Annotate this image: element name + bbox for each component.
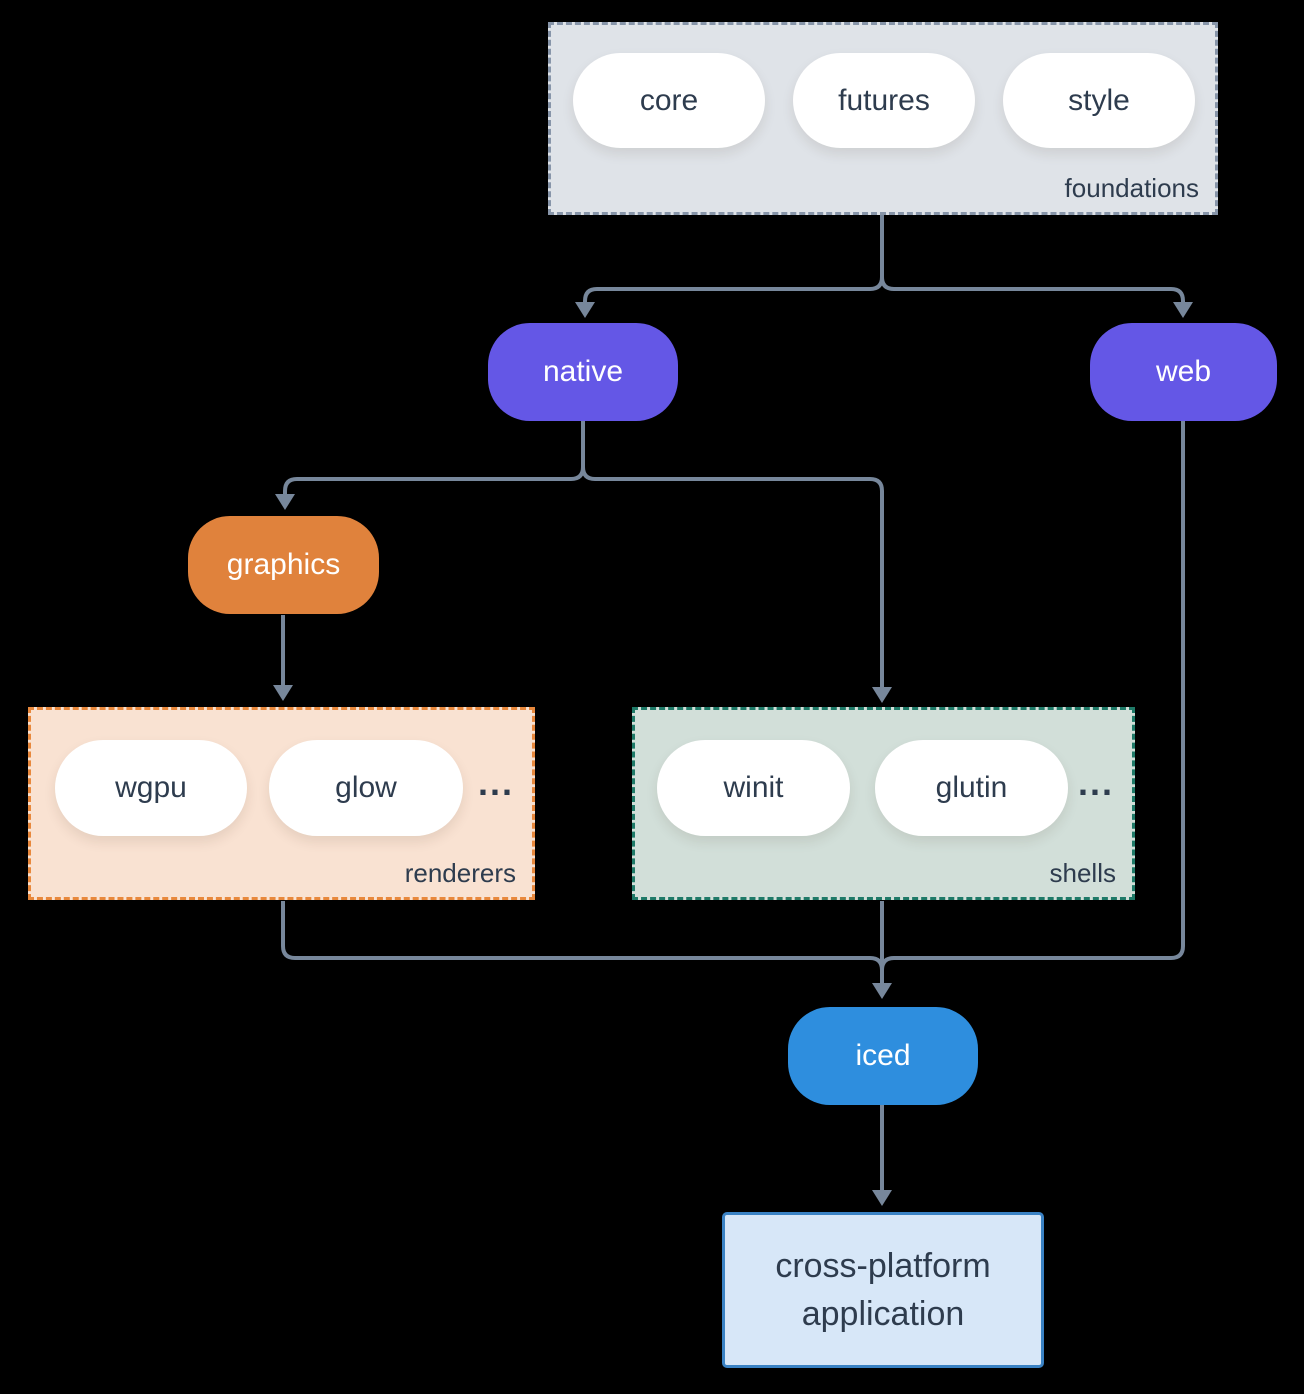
app-box-line2: application: [801, 1295, 965, 1333]
node-graphics-label: graphics: [226, 548, 341, 581]
group-renderers: wgpu glow ... renderers: [28, 707, 535, 900]
node-futures: futures: [793, 53, 975, 148]
group-renderers-label: renderers: [404, 858, 516, 888]
arrowhead-native: [575, 302, 595, 318]
group-shells: winit glutin ... shells: [632, 707, 1135, 900]
arrowhead-iced: [872, 983, 892, 999]
renderers-ellipsis: ...: [477, 762, 514, 803]
edge-foundations-native: [583, 276, 884, 303]
edge-native-shells: [581, 466, 884, 687]
cross-platform-application-box: cross-platform application: [722, 1212, 1044, 1368]
arrowhead-graphics: [275, 494, 295, 510]
node-wgpu: wgpu: [55, 740, 247, 836]
node-glow: glow: [269, 740, 463, 836]
node-glow-label: glow: [335, 771, 397, 804]
node-web: web: [1090, 323, 1277, 421]
group-foundations: core futures style foundations: [548, 22, 1218, 215]
arrowhead-web: [1173, 302, 1193, 318]
app-box-line1: cross-platform: [775, 1247, 991, 1285]
node-winit-label: winit: [723, 771, 784, 804]
node-iced-label: iced: [855, 1039, 911, 1072]
node-style: style: [1003, 53, 1195, 148]
shells-ellipsis: ...: [1077, 762, 1114, 803]
arrowhead-application: [872, 1190, 892, 1206]
node-core-label: core: [639, 83, 699, 117]
group-foundations-label: foundations: [1064, 173, 1199, 203]
arrowhead-renderers: [273, 685, 293, 701]
node-style-label: style: [1068, 83, 1130, 117]
node-core: core: [573, 53, 765, 148]
node-iced: iced: [788, 1007, 978, 1105]
node-graphics: graphics: [188, 516, 379, 614]
node-futures-label: futures: [838, 83, 930, 117]
node-native-label: native: [542, 355, 624, 388]
arrowhead-shells: [872, 687, 892, 703]
node-glutin-label: glutin: [935, 771, 1008, 804]
node-winit: winit: [657, 740, 850, 836]
node-wgpu-label: wgpu: [115, 771, 187, 804]
edge-foundations-web: [880, 276, 1185, 303]
group-shells-label: shells: [1049, 858, 1116, 888]
node-glutin: glutin: [875, 740, 1068, 836]
edge-renderers-iced: [281, 901, 884, 971]
node-web-label: web: [1155, 355, 1212, 388]
edge-native-graphics: [283, 466, 585, 494]
node-native: native: [488, 323, 678, 421]
